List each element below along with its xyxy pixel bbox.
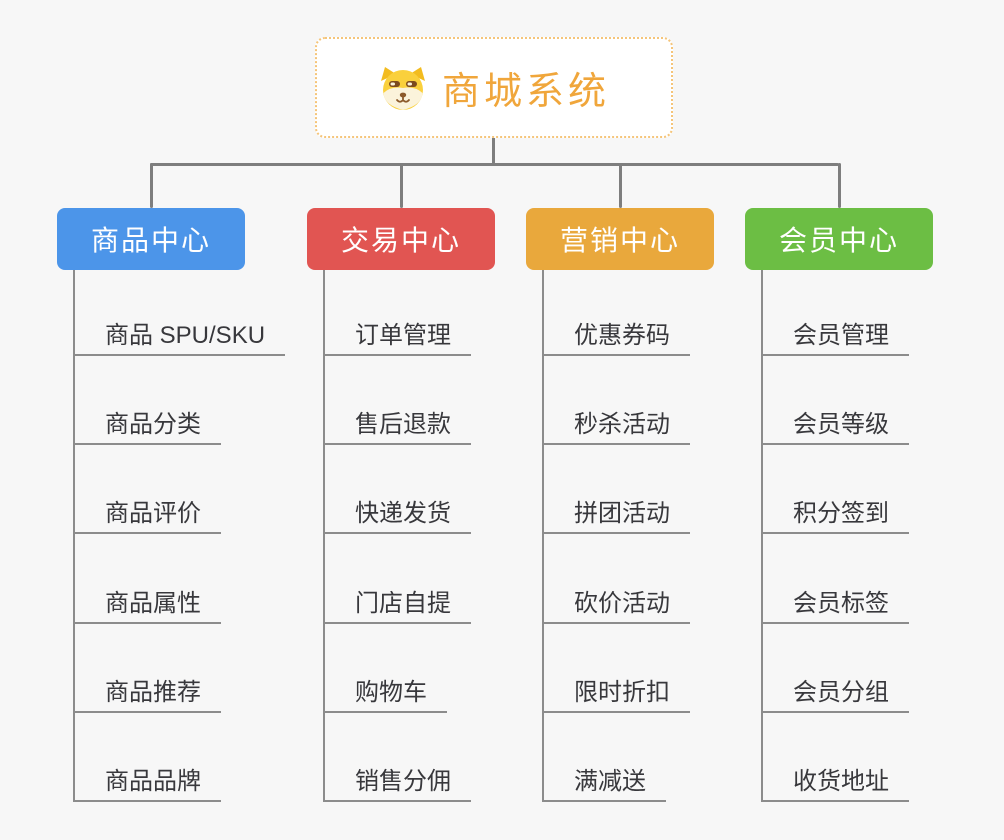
leaf-node[interactable]: 砍价活动 bbox=[542, 589, 690, 624]
branch-spine-trade-center bbox=[323, 270, 325, 800]
leaf-node[interactable]: 商品品牌 bbox=[73, 767, 221, 802]
leaf-node[interactable]: 订单管理 bbox=[323, 321, 471, 356]
connector-stub-trade-center bbox=[399, 163, 403, 208]
leaf-node[interactable]: 满减送 bbox=[542, 767, 666, 802]
leaf-node[interactable]: 收货地址 bbox=[761, 767, 909, 802]
leaf-node[interactable]: 商品 SPU/SKU bbox=[73, 321, 286, 356]
leaf-node[interactable]: 积分签到 bbox=[761, 499, 909, 534]
leaf-node[interactable]: 门店自提 bbox=[323, 589, 471, 624]
leaf-node[interactable]: 售后退款 bbox=[323, 410, 471, 445]
branch-label: 交易中心 bbox=[340, 225, 461, 256]
leaf-node[interactable]: 会员标签 bbox=[761, 589, 909, 624]
root-connector-stub bbox=[492, 137, 495, 164]
branch-node-marketing-center[interactable]: 营销中心 bbox=[526, 208, 714, 270]
leaf-node[interactable]: 会员分组 bbox=[761, 678, 909, 713]
leaf-node[interactable]: 会员管理 bbox=[761, 321, 909, 356]
branch-node-member-center[interactable]: 会员中心 bbox=[745, 208, 933, 270]
leaf-node[interactable]: 销售分佣 bbox=[323, 767, 471, 802]
branch-spine-product-center bbox=[73, 270, 75, 800]
leaf-node[interactable]: 商品评价 bbox=[73, 499, 221, 534]
connector-stub-marketing-center bbox=[618, 163, 622, 208]
doge-icon bbox=[378, 65, 428, 111]
leaf-node[interactable]: 商品属性 bbox=[73, 589, 221, 624]
leaf-node[interactable]: 拼团活动 bbox=[542, 499, 690, 534]
branch-label: 商品中心 bbox=[90, 225, 211, 256]
root-node[interactable]: 商城系统 bbox=[315, 37, 673, 138]
branch-connector-horizontal bbox=[150, 163, 839, 166]
leaf-node[interactable]: 秒杀活动 bbox=[542, 410, 690, 445]
branch-label: 会员中心 bbox=[778, 225, 899, 256]
leaf-node[interactable]: 限时折扣 bbox=[542, 678, 690, 713]
connector-stub-member-center bbox=[837, 163, 841, 208]
leaf-node[interactable]: 商品分类 bbox=[73, 410, 221, 445]
root-title: 商城系统 bbox=[441, 71, 610, 113]
leaf-node[interactable]: 会员等级 bbox=[761, 410, 909, 445]
connector-stub-product-center bbox=[149, 163, 153, 208]
branch-node-product-center[interactable]: 商品中心 bbox=[57, 208, 245, 270]
branch-node-trade-center[interactable]: 交易中心 bbox=[307, 208, 495, 270]
branch-label: 营销中心 bbox=[559, 225, 680, 256]
branch-spine-marketing-center bbox=[542, 270, 544, 800]
leaf-node[interactable]: 优惠券码 bbox=[542, 321, 690, 356]
leaf-node[interactable]: 快递发货 bbox=[323, 499, 471, 534]
leaf-node[interactable]: 商品推荐 bbox=[73, 678, 221, 713]
branch-spine-member-center bbox=[761, 270, 763, 800]
leaf-node[interactable]: 购物车 bbox=[323, 678, 447, 713]
